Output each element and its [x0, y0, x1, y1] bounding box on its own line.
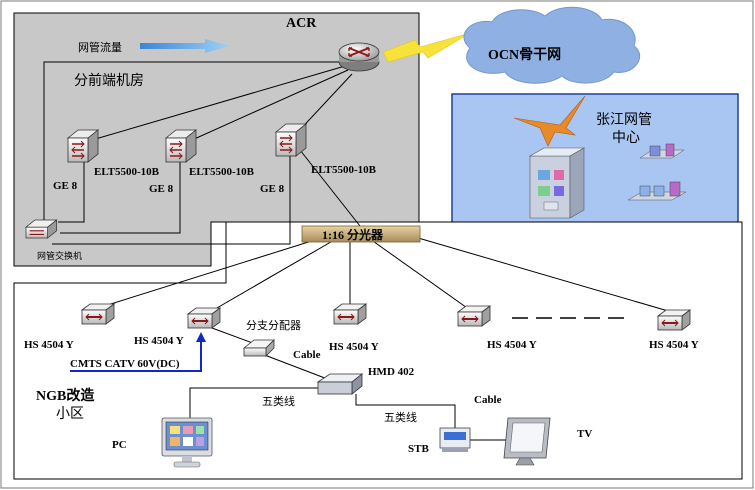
- elt-switch-icon-3: [275, 123, 307, 157]
- hmd-box-icon: [316, 373, 364, 395]
- cat5-label-2: 五类线: [384, 410, 417, 424]
- server-cluster-icon-2: [627, 181, 687, 201]
- cmts-arrow: [70, 340, 202, 372]
- hmd-label: HMD 402: [368, 366, 415, 378]
- onu-icon-5: [657, 309, 691, 331]
- elt-label-3: ELT5500-10B: [311, 164, 377, 176]
- elt-switch-icon-1: [67, 129, 99, 163]
- server-cluster-icon-1: [639, 143, 685, 159]
- set-top-box-icon: [439, 427, 471, 452]
- ngb-label-line1: NGB改造: [36, 387, 94, 404]
- community-zone: [13, 221, 743, 480]
- ge-label-2: GE 8: [149, 183, 174, 195]
- tv-icon: [503, 417, 551, 466]
- onu-icon-1: [81, 303, 115, 325]
- mgmt-traffic-label: 网管流量: [78, 40, 122, 54]
- front-room-label: 分前端机房: [74, 72, 144, 89]
- satellite-dish-icon: [513, 95, 586, 147]
- ngb-label-line2: 小区: [56, 406, 84, 422]
- splitter-label: 1:16 分光器: [322, 227, 384, 242]
- management-center-zone: [451, 93, 739, 245]
- ge-label-3: GE 8: [260, 183, 285, 195]
- center-label-line1: 张江网管: [596, 112, 652, 128]
- front-room-zone: [13, 12, 420, 267]
- onu-icon-4: [457, 305, 491, 327]
- onu-label-4: HS 4504 Y: [487, 339, 537, 351]
- onu-icon-3: [333, 303, 367, 325]
- elt-switch-icon-2: [165, 129, 197, 163]
- computer-icon: [161, 417, 213, 468]
- onu-icon-2: [187, 307, 221, 329]
- onu-label-1: HS 4504 Y: [24, 339, 74, 351]
- router-icon: [338, 42, 380, 72]
- ge-label-1: GE 8: [53, 180, 78, 192]
- traffic-arrow-icon: [140, 39, 230, 53]
- cloud-icon: [463, 6, 641, 84]
- cable-label-2: Cable: [474, 394, 502, 406]
- cmts-arrowhead-icon: [196, 332, 206, 342]
- mgmt-switch-label: 网管交换机: [37, 250, 82, 262]
- ocn-label: OCN骨干网: [488, 46, 561, 63]
- onu-label-2: HS 4504 Y: [134, 335, 184, 347]
- elt-label-2: ELT5500-10B: [189, 166, 255, 178]
- pc-label: PC: [112, 439, 127, 451]
- stb-label: STB: [408, 443, 429, 455]
- onu-label-3: HS 4504 Y: [329, 341, 379, 353]
- branch-splitter-label: 分支分配器: [246, 319, 301, 332]
- lightning-icon: [382, 32, 471, 63]
- building-icon: [528, 147, 586, 219]
- cmts-label: CMTS CATV 60V(DC): [70, 358, 180, 370]
- center-label-line2: 中心: [612, 130, 640, 146]
- mgmt-switch-icon: [24, 219, 58, 239]
- onu-label-5: HS 4504 Y: [649, 339, 699, 351]
- branch-splitter-icon: [242, 339, 275, 357]
- cat5-label-1: 五类线: [262, 394, 295, 408]
- splitter-box: [301, 225, 421, 243]
- tv-label: TV: [577, 428, 592, 440]
- cable-label-1: Cable: [293, 349, 321, 361]
- acr-label: ACR: [286, 16, 317, 31]
- elt-label-1: ELT5500-10B: [94, 166, 160, 178]
